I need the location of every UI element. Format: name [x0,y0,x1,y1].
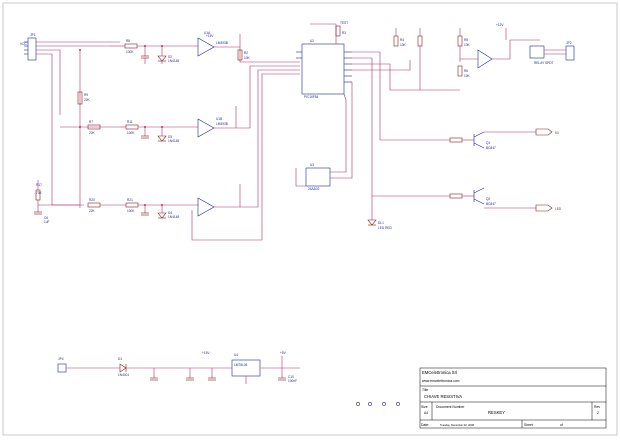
u1a-part: LM393B [216,41,228,45]
d2-value: 1N4148 [168,59,179,63]
u2-part: PIC16F84 [304,95,319,99]
fiducials [356,402,400,406]
r11-value: 100K [127,131,135,135]
stage2: R7 22K R11 100K D3 1N4148 U1B LM393B [60,117,228,143]
rev-value: 2 [597,411,599,415]
eeprom-u3: U3 24AA02 [295,82,353,191]
c6-value: 1uF [44,220,50,224]
q2-part: BC847 [486,202,496,206]
r6-value: 10K [464,74,471,78]
led-net-label: LED [555,207,562,211]
led-dl1: DL1 LED RED [367,196,393,230]
date-value: Tuesday, December 02, 2008 [440,423,474,427]
r20-value: 22K [89,209,96,213]
c10-label: C10 [288,375,294,379]
d2-label: D2 [168,55,172,59]
docnum-caption: Document Number [436,405,465,409]
u1b-part: LM393B [216,122,228,126]
c6-label: C6 [44,216,48,220]
power-supply: JP4 D1 1N4001 U4 LM78L05 +15V +5V C10 10… [57,351,300,384]
v15-net-label: +15V [206,34,214,38]
rev-caption: Rev [594,405,600,409]
d1-label: D1 [118,357,122,361]
q1-label: Q1 [486,141,490,145]
d4-value: 1N4148 [168,215,179,219]
mcu-u2: U2 PIC16F84 [296,39,352,99]
r21-value: 100K [127,209,135,213]
r3-label: R3 [342,31,346,35]
r7-value: 22K [89,131,96,135]
company-name: EMCelettronica Srl [422,370,457,375]
date-caption: Date: [421,423,429,427]
r5-label: R5 [464,38,468,42]
r4-label: R4 [400,38,404,42]
size-value: A4 [424,411,428,415]
dl1-value: LED RED [378,226,393,230]
relay-section: RELAY SPDT JP2 +12V [460,23,575,69]
test-net-label: TEST [340,21,348,25]
company-website: www.emcelettronica.com [422,379,460,383]
c10-value: 100nF [288,379,297,383]
r11-label: R11 [127,120,133,124]
jp2-label: JP2 [566,41,572,45]
d3-value: 1N4148 [168,139,179,143]
stage3: R17 73K C6 1uF R20 22K R21 100K D4 1N414… [34,180,215,224]
r7-label: R7 [89,120,93,124]
u3-part: 24AA02 [308,187,320,191]
r9-value: 22K [84,98,91,102]
relay-label: RELAY SPDT [534,61,554,65]
top-right-passives: R4 10K R5 10K R6 10K [393,28,471,90]
v12-net-label: +12V [496,23,504,27]
sheet-of: of [560,423,563,427]
d4-label: D4 [168,211,172,215]
d3-label: D3 [168,135,172,139]
r8-value: 100K [126,50,134,54]
v15-supply-label: +15V [202,351,210,355]
u1a-label: U1A [204,31,211,35]
q1-part: BC847 [486,146,496,150]
u3-label: U3 [310,163,314,167]
r9: R9 22K [77,91,91,105]
size-caption: Size [421,405,428,409]
sheet-caption: Sheet [524,423,533,427]
sheet-border [2,2,618,436]
stage1: R8 100K D2 1N4148 U1A LM393B +15V [110,31,228,64]
connector-jp1: JP1 VCC [20,33,37,61]
u4-part: LM78L05 [234,363,248,367]
d1-value: 1N4001 [118,373,129,377]
title-block: EMCelettronica Srl www.emcelettronica.co… [419,367,607,429]
r8-label: R8 [126,39,130,43]
r2-value: 10K [244,56,251,60]
r21-label: R21 [127,198,133,202]
u1b-label: U1B [216,117,222,121]
r6-label: R6 [464,69,468,73]
r17-label: R17 [36,183,42,187]
r5-value: 10K [464,43,471,47]
r4-value: 10K [400,43,407,47]
v5-supply-label: +5V [280,351,287,355]
led-output: Q2 BC847 LED [449,187,562,212]
r9-label: R9 [84,93,88,97]
dl1-label: DL1 [378,221,384,225]
jp4-label: JP4 [58,357,64,361]
r20-label: R20 [89,198,95,202]
vcc-net-label: VCC [20,42,27,46]
docnum-value: RESKEY [488,410,505,415]
u2-label: U2 [310,39,314,43]
r17-value: 73K [36,191,43,195]
r2-label: R2 [244,51,248,55]
drawing-title: CHIAVE RESISTIVA [424,394,462,399]
q2-label: Q2 [486,197,490,201]
k0-net-label: K0 [555,131,559,135]
u4-label: U4 [234,353,238,357]
k0-output: Q1 BC847 K0 [449,128,559,150]
title-caption: Title [422,388,428,392]
jp1-label: JP1 [30,33,36,37]
